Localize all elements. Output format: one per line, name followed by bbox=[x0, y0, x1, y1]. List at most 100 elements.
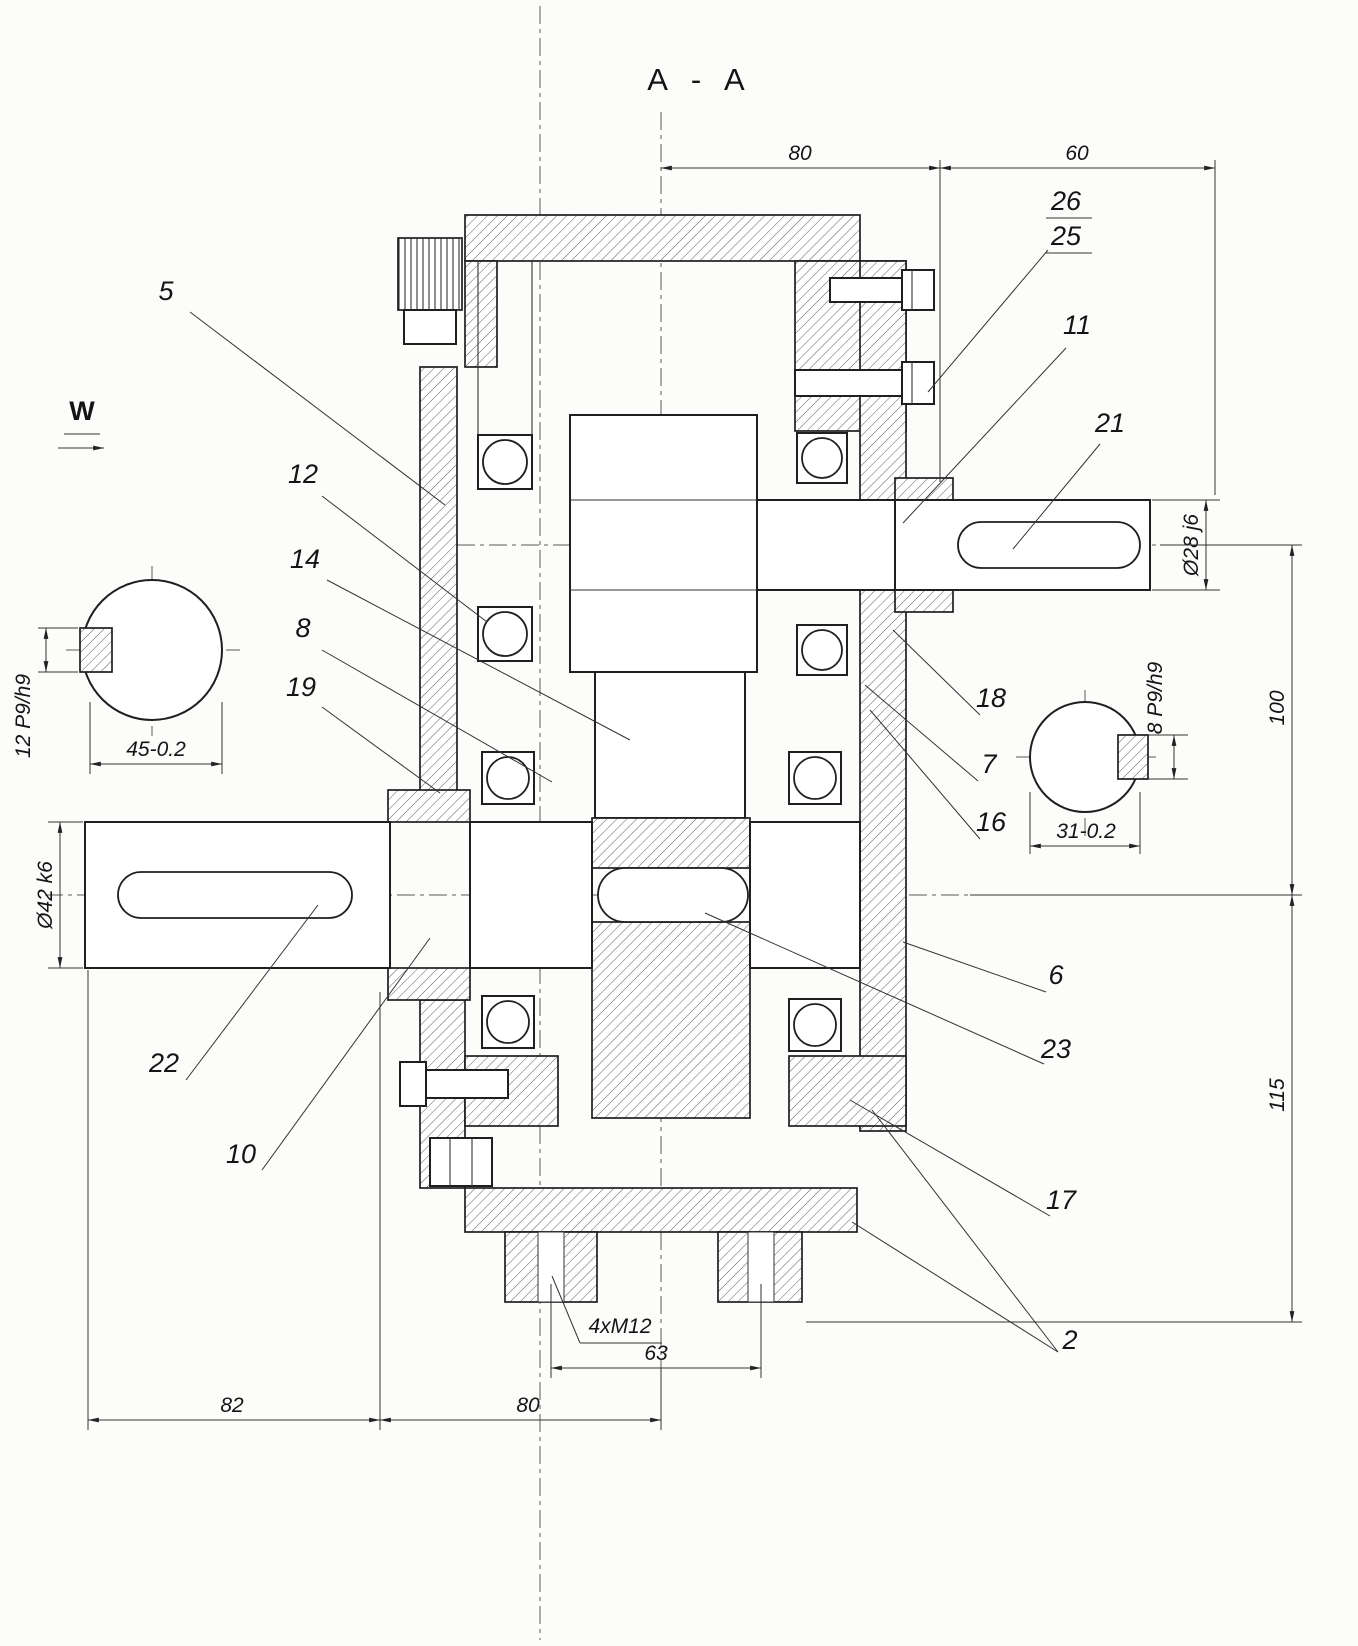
bearings-group bbox=[477, 432, 848, 1052]
callout-17: 17 bbox=[1046, 1185, 1077, 1215]
detail-views-group bbox=[79, 579, 1149, 813]
top-cover bbox=[464, 214, 861, 262]
input-shaft-inner-segment bbox=[469, 821, 593, 969]
cap-bolt-shank bbox=[794, 369, 903, 397]
breather-plug-hex bbox=[403, 309, 457, 345]
dim-input-key-across: 45-0.2 bbox=[126, 738, 186, 761]
dimensions-group: 80 60 Ø28 j6 100 115 Ø42 k6 4xM12 63 bbox=[12, 142, 1302, 1430]
input-shaft-keyway bbox=[117, 871, 353, 919]
callout-22: 22 bbox=[148, 1048, 179, 1078]
callout-11: 11 bbox=[1063, 310, 1091, 340]
callouts-group: 5 12 14 8 19 22 10 26 25 11 21 18 7 16 6… bbox=[148, 186, 1125, 1355]
leader-19 bbox=[321, 706, 441, 794]
lower-gear-hub-top bbox=[591, 817, 751, 869]
leader-2a bbox=[851, 1221, 1059, 1353]
dim-top-60: 60 bbox=[1065, 142, 1089, 165]
dim-top-80: 80 bbox=[788, 142, 812, 165]
leader-8 bbox=[321, 649, 553, 783]
leader-16 bbox=[869, 709, 981, 840]
leader-22 bbox=[185, 904, 319, 1081]
output-shaft-key bbox=[1117, 734, 1149, 780]
callout-14: 14 bbox=[290, 544, 320, 574]
callout-18: 18 bbox=[976, 683, 1006, 713]
shafts-group bbox=[84, 499, 1151, 969]
bearing-ball bbox=[482, 611, 528, 657]
left-top-flange bbox=[464, 260, 498, 368]
dim-foot-thread: 4xM12 bbox=[588, 1315, 651, 1338]
dim-output-key-width: 8 P9/h9 bbox=[1144, 661, 1167, 734]
callout-10: 10 bbox=[226, 1139, 256, 1169]
leader-25-26 bbox=[927, 249, 1049, 393]
leaders-group bbox=[185, 249, 1101, 1353]
lower-cap-bolt-shank bbox=[425, 1069, 509, 1099]
right-wall-lower bbox=[859, 589, 907, 1132]
bottom-plate bbox=[464, 1187, 858, 1233]
output-shaft-inner-segment bbox=[756, 499, 896, 591]
dim-foot-span: 63 bbox=[644, 1342, 668, 1365]
callout-8: 8 bbox=[295, 613, 310, 643]
cap-bolt-head bbox=[901, 361, 935, 405]
leader-7 bbox=[864, 684, 979, 782]
leader-12 bbox=[321, 495, 488, 623]
bearing-ball bbox=[486, 756, 530, 800]
bearing-ball bbox=[801, 629, 843, 671]
foundation-bolt-head bbox=[429, 1137, 493, 1187]
top-bolt-head bbox=[901, 269, 935, 311]
input-bearing-cap-bottom bbox=[387, 967, 471, 1001]
dim-output-key-across: 31-0.2 bbox=[1056, 820, 1116, 843]
callout-2: 2 bbox=[1061, 1325, 1077, 1355]
top-bolt-shank bbox=[829, 277, 903, 303]
output-bearing-cap-top bbox=[894, 477, 954, 501]
leader-10 bbox=[261, 937, 431, 1171]
input-shaft-key bbox=[79, 627, 113, 673]
leader-5 bbox=[189, 311, 446, 506]
upper-gear bbox=[569, 414, 758, 673]
dim-input-key-width: 12 P9/h9 bbox=[12, 674, 35, 758]
dim-base-80: 80 bbox=[516, 1394, 540, 1417]
dim-input-shaft-dia: Ø42 k6 bbox=[34, 861, 57, 930]
lower-gear-hub-bottom bbox=[591, 921, 751, 1119]
gears-group bbox=[469, 414, 896, 1119]
breather-plug-knurled-cap bbox=[397, 237, 463, 311]
view-marker-w: W bbox=[69, 396, 95, 426]
callout-5: 5 bbox=[158, 276, 174, 306]
callout-12: 12 bbox=[288, 459, 318, 489]
leader-6 bbox=[902, 941, 1047, 993]
bearing-ball bbox=[793, 756, 837, 800]
lower-cap-bolt-head bbox=[399, 1061, 427, 1107]
dim-base-82: 82 bbox=[220, 1394, 244, 1417]
input-bearing-cap-top bbox=[387, 789, 471, 823]
callout-25: 25 bbox=[1050, 221, 1082, 251]
leader-2b bbox=[871, 1109, 1059, 1353]
section-title: A - A bbox=[647, 62, 752, 97]
pinion-zone bbox=[594, 671, 746, 819]
callout-16: 16 bbox=[976, 807, 1007, 837]
callout-7: 7 bbox=[981, 749, 997, 779]
left-wall bbox=[419, 366, 458, 813]
titles-group: A - A W bbox=[58, 62, 752, 451]
leader-14 bbox=[326, 579, 631, 741]
callout-19: 19 bbox=[286, 672, 316, 702]
callout-21: 21 bbox=[1094, 408, 1125, 438]
callout-23: 23 bbox=[1040, 1034, 1071, 1064]
bearing-ball bbox=[482, 439, 528, 485]
bearing-ball bbox=[801, 437, 843, 479]
bearing-ball bbox=[793, 1003, 837, 1047]
lower-gear-keyway bbox=[597, 867, 749, 923]
bottom-right-retainer bbox=[788, 1055, 907, 1127]
dim-center-distance: 100 bbox=[1266, 690, 1289, 725]
leader-18 bbox=[892, 629, 981, 716]
input-shaft-inner-segment-right bbox=[749, 821, 861, 969]
leader-11 bbox=[902, 347, 1067, 524]
output-shaft-keyway bbox=[957, 521, 1141, 569]
dim-axis-height: 115 bbox=[1266, 1078, 1289, 1112]
callout-6: 6 bbox=[1048, 960, 1064, 990]
thread-leader bbox=[551, 1275, 581, 1344]
output-bearing-cap-bottom bbox=[894, 589, 954, 613]
bearing-ball bbox=[486, 1000, 530, 1044]
leader-21 bbox=[1012, 443, 1101, 550]
fasteners-group bbox=[397, 237, 935, 1187]
leader-23 bbox=[704, 912, 1045, 1065]
